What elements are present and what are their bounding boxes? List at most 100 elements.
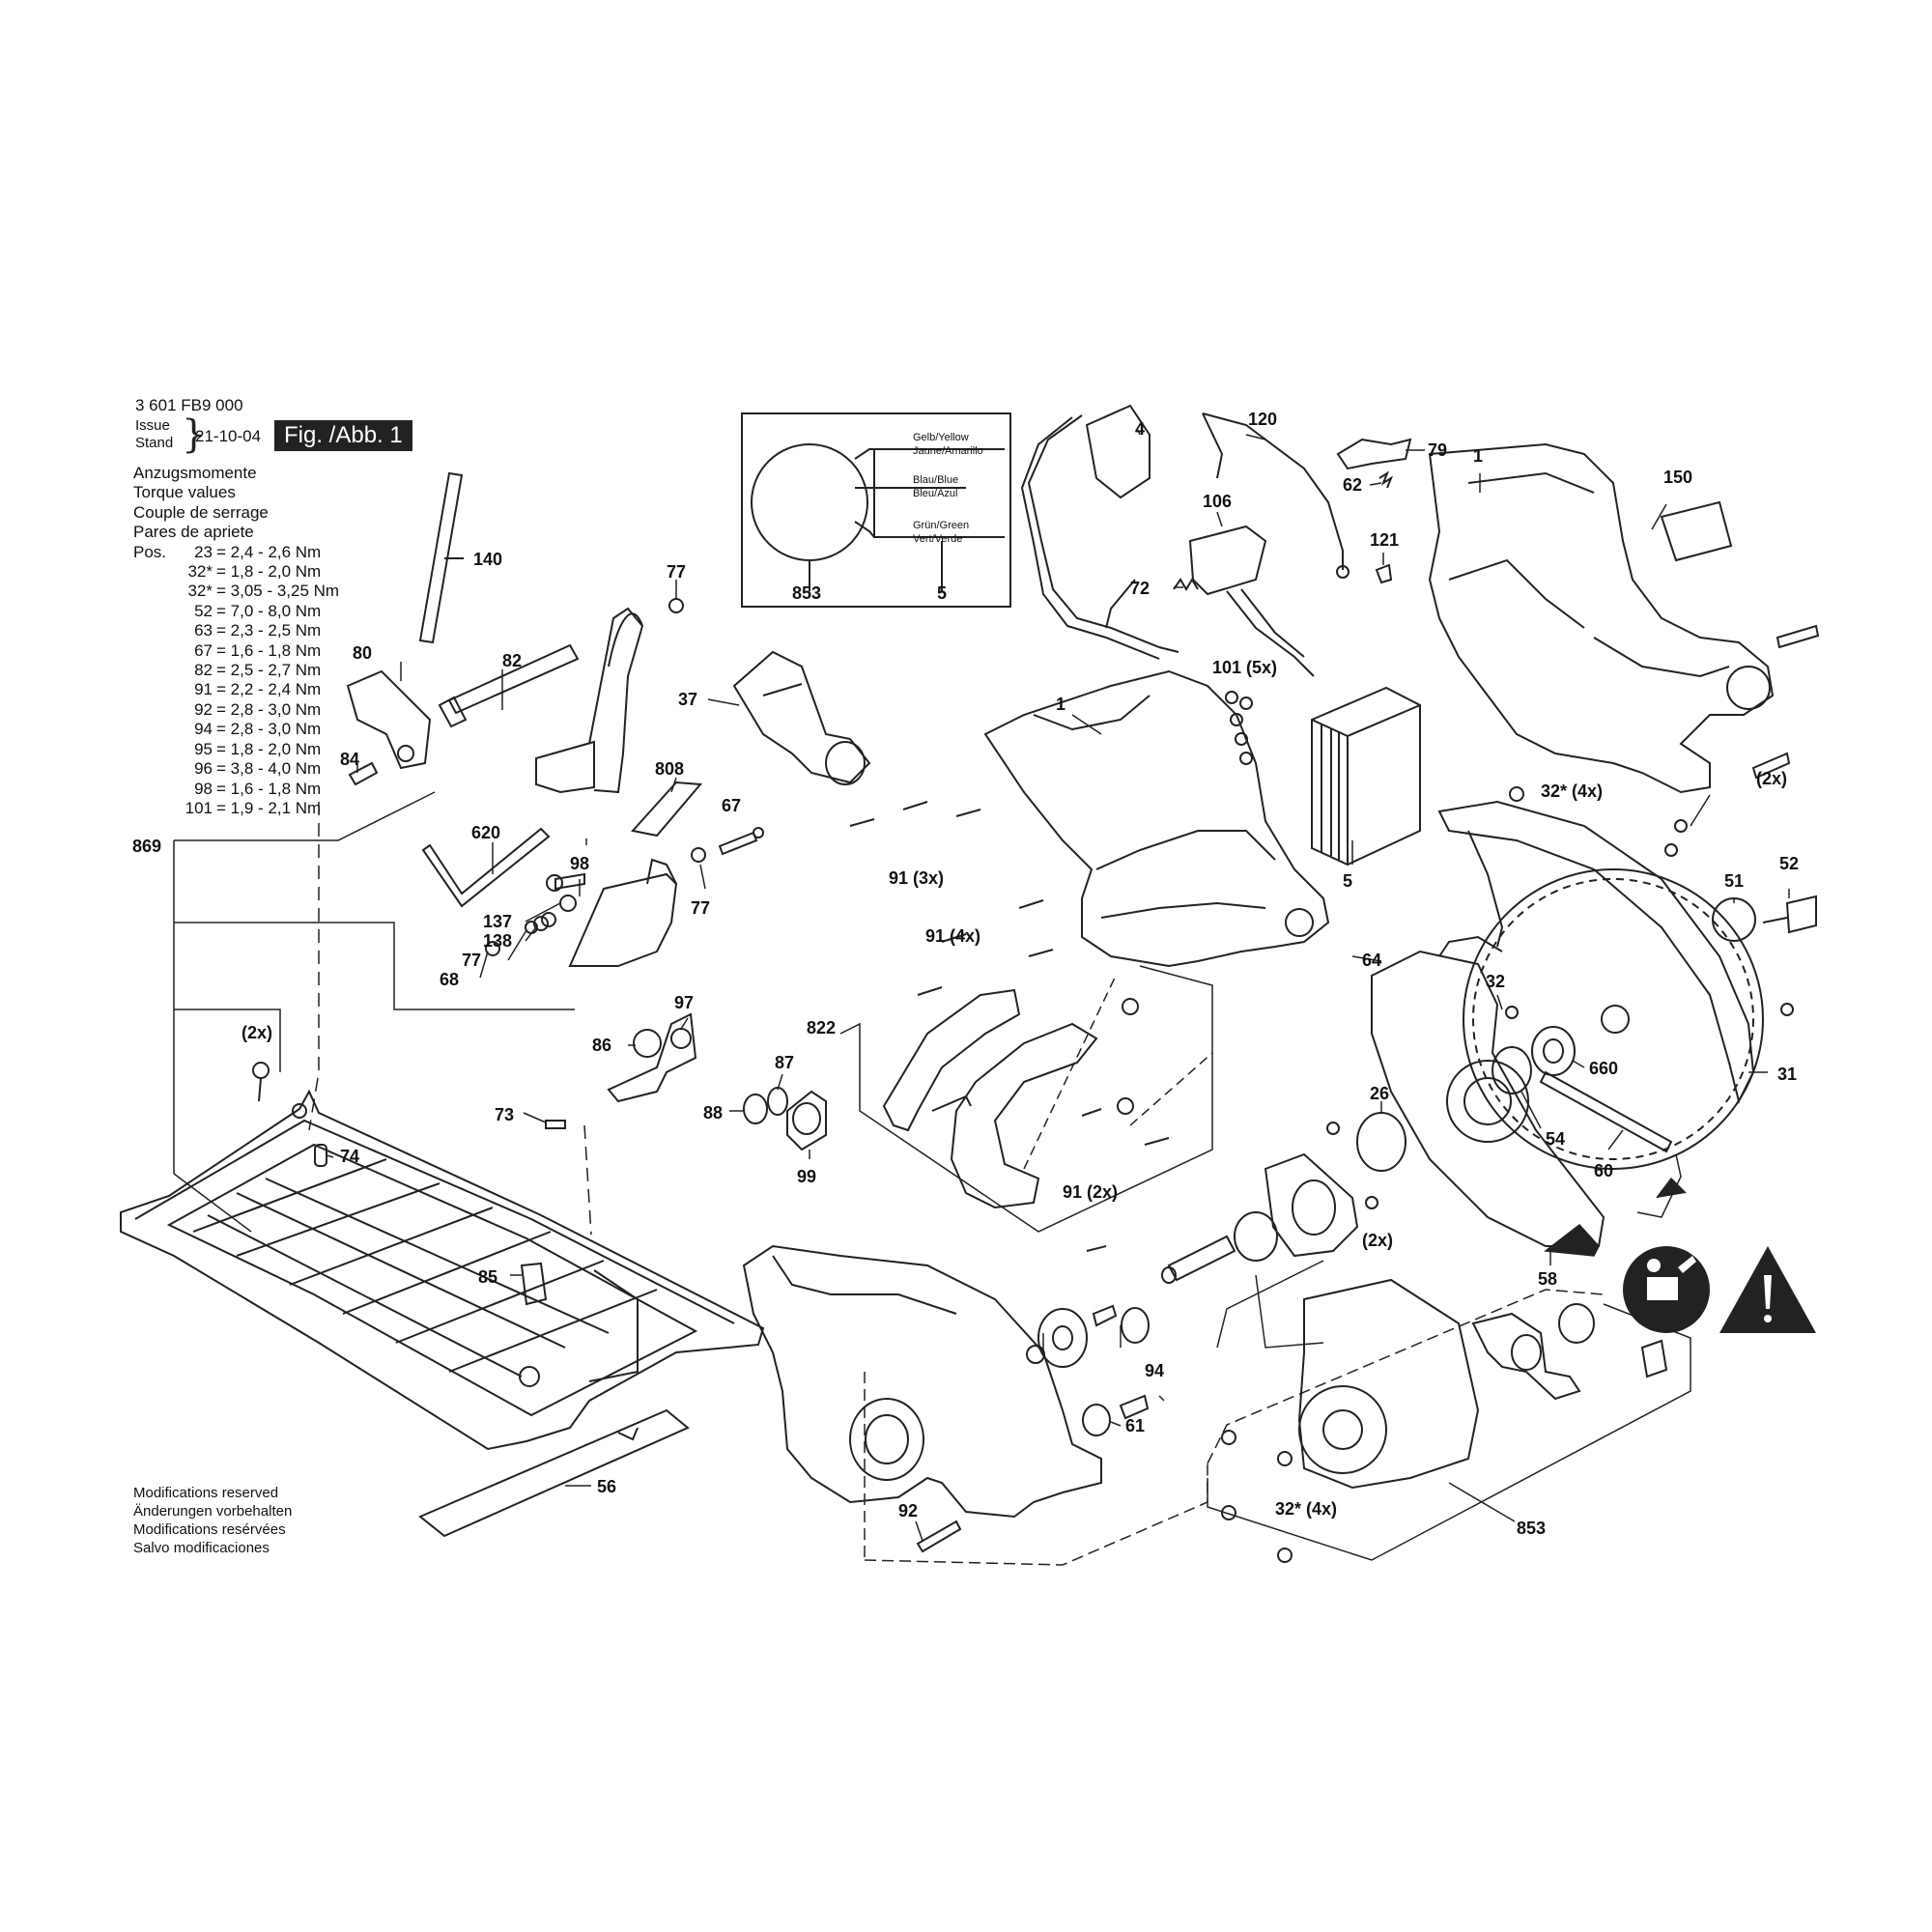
part-660-flange	[1531, 1026, 1576, 1076]
wire-label-blue-1: Blau/Blue	[913, 474, 958, 486]
part-620-hex-key	[421, 827, 551, 908]
torque-row: 94= 2,8 - 3,0 Nm	[133, 720, 339, 739]
issue-date: 21-10-04	[195, 427, 262, 445]
wire-box-number-5: 5	[937, 583, 947, 603]
manual-read-icon	[1623, 1246, 1710, 1333]
torque-value: = 1,9 - 2,1 Nm	[216, 798, 322, 817]
callout-leaders	[326, 429, 1790, 1542]
part-150-label	[1660, 500, 1733, 562]
callout-4: 4	[1135, 419, 1145, 439]
part-106-switch	[1188, 525, 1315, 677]
callout-91-4x: 91 (4x)	[925, 926, 980, 946]
part-64-lower-guard	[1371, 935, 1605, 1247]
part-853-motor	[1297, 1278, 1480, 1490]
torque-row: 92= 2,8 - 3,0 Nm	[133, 700, 339, 720]
torque-value: = 2,3 - 2,5 Nm	[216, 621, 322, 640]
callout-62: 62	[1343, 475, 1362, 495]
figure-badge: Fig. /Abb. 1	[274, 420, 412, 451]
callout-26: 26	[1370, 1084, 1389, 1103]
callout-140: 140	[473, 550, 502, 569]
torque-key: 98	[194, 779, 213, 798]
torque-row: 63= 2,3 - 2,5 Nm	[133, 621, 339, 640]
callout-82: 82	[502, 651, 522, 670]
part-808-plate	[631, 781, 703, 838]
part-52-bolt	[1762, 895, 1817, 934]
part-51-washer	[1712, 897, 1756, 942]
base-plate	[120, 1089, 765, 1451]
leader-group-lines	[839, 965, 1691, 1566]
torque-row: 101= 1,9 - 2,1 Nm	[133, 799, 339, 818]
callout-85: 85	[478, 1267, 497, 1287]
callout-52: 52	[1779, 854, 1799, 873]
torque-row: 91= 2,2 - 2,4 Nm	[133, 680, 339, 699]
wire-box-number-853: 853	[792, 583, 821, 603]
callout-67: 67	[722, 796, 741, 815]
callout-91-2x: 91 (2x)	[1063, 1182, 1118, 1202]
callout-64: 64	[1362, 951, 1381, 970]
callout-150: 150	[1663, 468, 1692, 487]
part-26-ring	[1356, 1112, 1406, 1172]
mod-line-fr: Modifications resérvées	[133, 1521, 286, 1538]
callout-660: 660	[1589, 1059, 1618, 1078]
torque-row: Pos.23= 2,4 - 2,6 Nm	[133, 543, 339, 562]
brush-block	[1640, 1339, 1668, 1378]
callout-1-a: 1	[1473, 446, 1483, 466]
callout-51: 51	[1724, 871, 1744, 891]
callout-32-4x-c: 32* (4x)	[1275, 1499, 1337, 1519]
torque-row: 96= 3,8 - 4,0 Nm	[133, 759, 339, 779]
torque-row: 32*= 3,05 - 3,25 Nm	[133, 582, 339, 601]
callout-56: 56	[597, 1477, 616, 1496]
screws-2x-right	[1326, 1122, 1378, 1209]
part-85-clip	[520, 1262, 548, 1306]
callout-58: 58	[1538, 1269, 1557, 1289]
brace-glyph: }	[182, 412, 207, 457]
callout-73: 73	[495, 1105, 514, 1124]
callout-822: 822	[807, 1018, 836, 1037]
callout-137: 137	[483, 912, 512, 931]
warning-triangle-icon	[1719, 1246, 1816, 1333]
part-121-clip	[1375, 563, 1393, 584]
part-62-spring	[1378, 470, 1394, 489]
part-87-clip	[767, 1087, 788, 1116]
torque-key: 91	[194, 680, 213, 699]
callout-94: 94	[1145, 1361, 1164, 1380]
callout-2x-a: (2x)	[242, 1023, 272, 1042]
mod-line-de: Änderungen vorbehalten	[133, 1503, 293, 1520]
callout-92: 92	[898, 1501, 918, 1520]
torque-row: 32*= 1,8 - 2,0 Nm	[133, 562, 339, 582]
callout-5: 5	[1343, 871, 1352, 891]
callout-84: 84	[340, 750, 359, 769]
bevel-bracket	[568, 858, 678, 967]
part-screw-2x-left	[252, 1062, 270, 1102]
spindle-shaft	[1161, 1235, 1236, 1284]
callout-2x-c: (2x)	[1362, 1231, 1393, 1250]
torque-key: 32*	[187, 582, 213, 601]
part-56-label-strip	[418, 1408, 690, 1538]
torque-value: = 3,05 - 3,25 Nm	[216, 582, 340, 601]
part-73-pin	[545, 1120, 566, 1129]
torque-value: = 1,8 - 2,0 Nm	[216, 562, 322, 582]
brush-holder	[1471, 1312, 1581, 1401]
callout-72: 72	[1130, 579, 1150, 598]
retaining-ring	[1121, 1307, 1150, 1344]
callout-869: 869	[132, 837, 161, 856]
torque-key: 23	[194, 542, 213, 561]
torque-key: 92	[194, 699, 213, 719]
handle-cover-822	[882, 988, 1021, 1132]
callout-60: 60	[1594, 1161, 1613, 1180]
motor-circle	[751, 443, 868, 561]
motor-screws	[1221, 1430, 1293, 1563]
part-98-screw	[546, 872, 585, 892]
wire-label-yellow-2: Jaune/Amarillo	[913, 445, 983, 457]
issue-label: Issue	[135, 417, 170, 434]
part-31-blade-guard	[1437, 800, 1755, 1104]
callout-86: 86	[592, 1036, 611, 1055]
callout-101-5x: 101 (5x)	[1212, 658, 1277, 677]
callout-853: 853	[1517, 1519, 1546, 1538]
issue-stand-label: Issue Stand	[135, 417, 173, 452]
torque-value: = 1,6 - 1,8 Nm	[216, 779, 322, 798]
callout-77-c: 77	[462, 951, 481, 970]
part-86-washer	[633, 1029, 662, 1058]
callout-138: 138	[483, 931, 512, 951]
part-61-bearing	[1082, 1404, 1111, 1436]
